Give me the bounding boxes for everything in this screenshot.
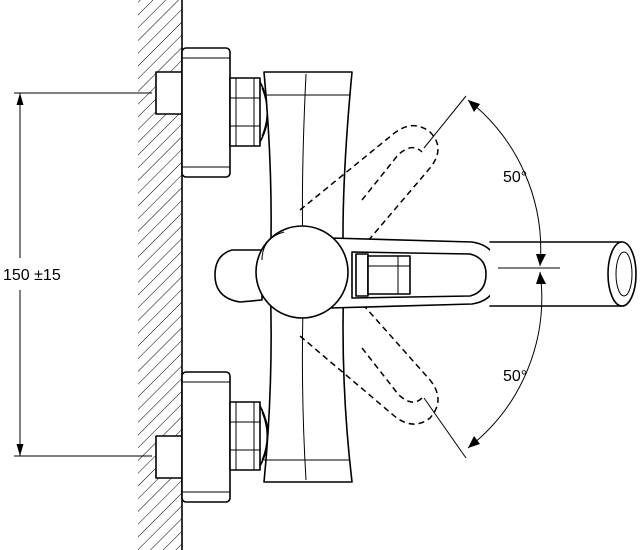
- center-knob: [255, 225, 349, 319]
- lower-wall-connector: [155, 371, 269, 503]
- upper-wall-connector: [155, 47, 269, 178]
- angle-guides: 50° 50°: [423, 95, 560, 459]
- spacing-dimension: 150 ±15: [3, 92, 152, 457]
- lever-handle: [214, 237, 499, 309]
- angle-lower-label: 50°: [503, 368, 527, 385]
- lever-lower-position: [299, 289, 439, 425]
- angle-upper-label: 50°: [503, 169, 527, 186]
- dimension-label: 150 ±15: [3, 267, 61, 284]
- lever-upper-position: [299, 125, 439, 263]
- spout: [489, 241, 637, 307]
